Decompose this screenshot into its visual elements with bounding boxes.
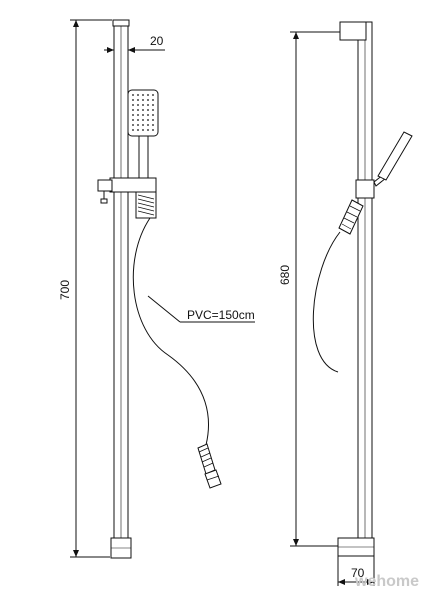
depth-dimension (337, 556, 375, 586)
side-shower-head (373, 131, 413, 187)
side-bottom-bracket (337, 537, 375, 557)
front-view: 20 700 (58, 19, 255, 559)
height-dimension-680-label: 680 (278, 265, 292, 285)
side-top-bracket (339, 21, 367, 41)
width-dimension-label: 20 (150, 34, 164, 48)
width-dimension (104, 47, 165, 53)
slide-bracket (97, 177, 157, 219)
shower-head (127, 89, 159, 179)
shower-head-nozzles (132, 94, 154, 131)
side-view: 680 70 (278, 21, 413, 586)
side-rail (357, 21, 373, 543)
height-dimension-680 (290, 31, 340, 547)
hose-connector (197, 443, 222, 489)
side-hose-nut (338, 199, 364, 235)
hose-callout-label: PVC=150cm (187, 308, 255, 322)
height-dimension-700 (70, 19, 112, 558)
height-dimension-700-label: 700 (58, 280, 72, 300)
front-rail (110, 19, 132, 559)
watermark: wehome (354, 573, 419, 590)
side-shower-hose (312, 231, 341, 373)
side-slider (355, 179, 375, 199)
hose-callout-leader (147, 295, 255, 323)
shower-hose (132, 217, 209, 446)
depth-dimension-label: 70 (351, 566, 365, 580)
